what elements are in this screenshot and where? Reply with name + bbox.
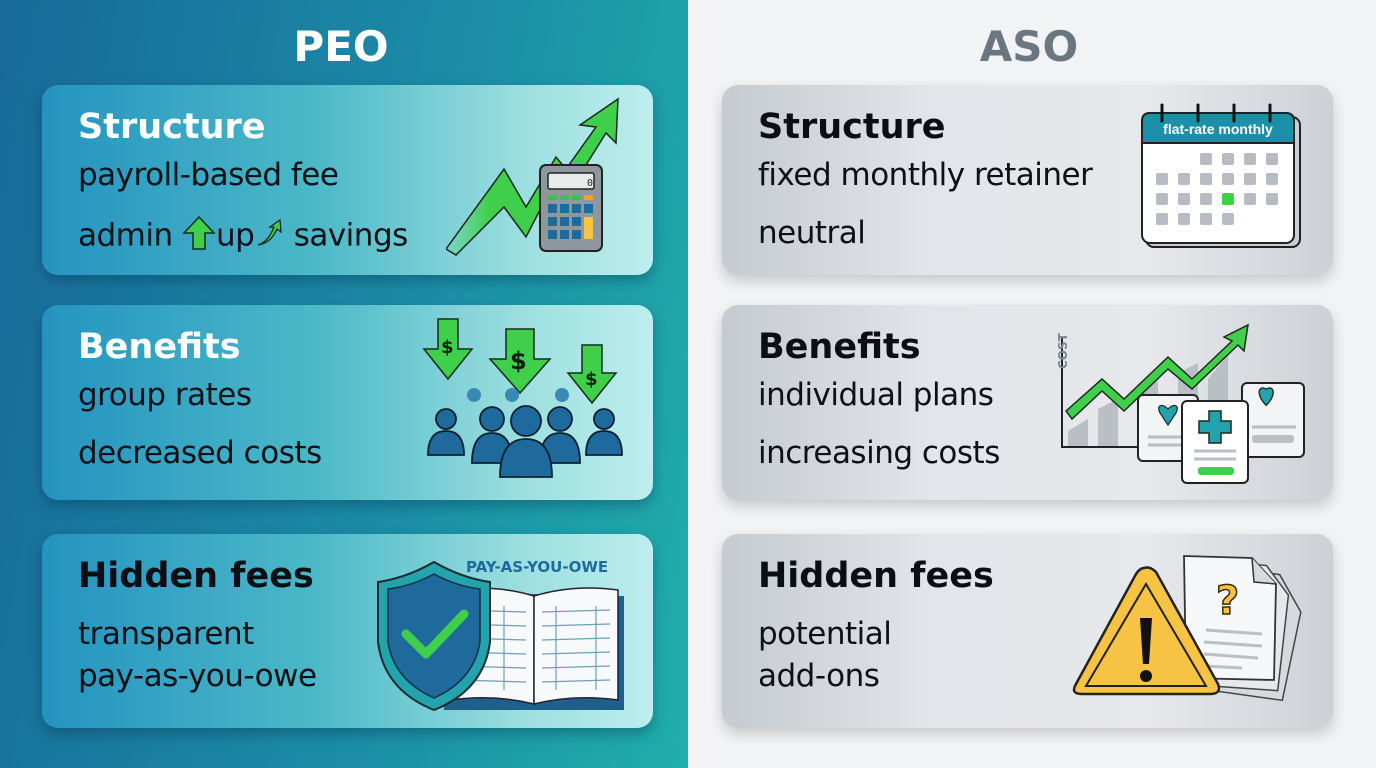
admin-word: admin [78, 217, 173, 254]
up-word: up [216, 217, 255, 254]
flat-rate-monthly-label: flat-rate monthly [1163, 121, 1273, 137]
people-with-dollar-down-arrows-icon: $ $ $ [416, 313, 632, 498]
card-title: Hidden fees [78, 556, 314, 596]
peo-title: PEO [293, 22, 389, 71]
card-line: potential [758, 616, 892, 652]
rising-cost-chart-health-plans-icon: COST [1056, 319, 1308, 489]
aso-title: ASO [979, 22, 1079, 71]
card-title: Benefits [78, 327, 241, 367]
card-title: Structure [758, 107, 946, 147]
card-line: increasing costs [758, 435, 1000, 471]
growth-arrow-calculator-icon: 0 [444, 97, 626, 262]
svg-text:$: $ [585, 369, 598, 390]
shield-check-ledger-icon: PAY-AS-YOU-OWE [374, 544, 634, 724]
svg-text:?: ? [1216, 578, 1239, 624]
peo-column: PEO Structure payroll-based fee admin up… [0, 0, 688, 768]
card-line: individual plans [758, 377, 994, 413]
aso-column: ASO Structure fixed monthly retainer neu… [688, 0, 1376, 768]
card-title: Structure [78, 107, 266, 147]
card-line: fixed monthly retainer [758, 157, 1093, 193]
card-line: group rates [78, 377, 252, 413]
warning-question-document-icon: ? [1072, 548, 1312, 713]
card-line: add-ons [758, 658, 880, 694]
card-line: decreased costs [78, 435, 322, 471]
pay-as-you-owe-label: PAY-AS-YOU-OWE [466, 558, 609, 576]
up-arrow-icon [182, 215, 216, 259]
calendar-icon: flat-rate monthly [1140, 103, 1306, 253]
peo-hidden-fees-card: Hidden fees transparent pay-as-you-owe P… [42, 534, 653, 728]
savings-word: savings [293, 217, 409, 254]
svg-text:$: $ [510, 347, 527, 375]
card-line: payroll-based fee [78, 157, 339, 193]
admin-up-savings-row: admin up savings [78, 215, 408, 259]
card-line: neutral [758, 215, 866, 251]
card-line: pay-as-you-owe [78, 658, 317, 694]
svg-text:0: 0 [587, 178, 593, 189]
aso-structure-card: Structure fixed monthly retainer neutral [722, 85, 1333, 275]
card-line: transparent [78, 616, 254, 652]
diagonal-arrow-icon [254, 218, 284, 256]
card-title: Benefits [758, 327, 921, 367]
peo-structure-card: Structure payroll-based fee admin up sav… [42, 85, 653, 275]
aso-hidden-fees-card: Hidden fees potential add-ons ? [722, 534, 1333, 728]
card-title: Hidden fees [758, 556, 994, 596]
cost-axis-label: COST [1056, 333, 1070, 369]
aso-benefits-card: Benefits individual plans increasing cos… [722, 305, 1333, 500]
svg-text:$: $ [441, 337, 454, 358]
peo-benefits-card: Benefits group rates decreased costs $ $… [42, 305, 653, 500]
